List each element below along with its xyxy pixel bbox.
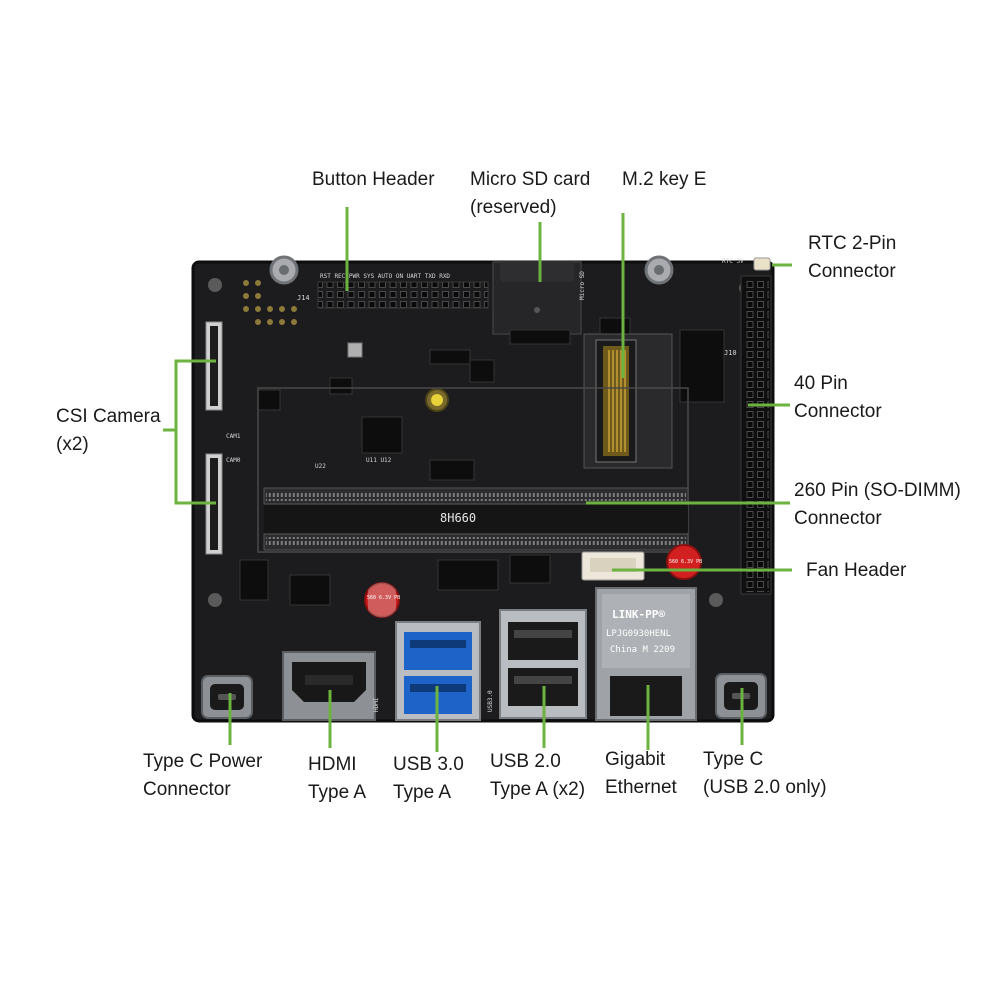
- callout-line: (x2): [56, 434, 89, 455]
- small-metal-part: [347, 342, 363, 358]
- fan-header: [581, 551, 645, 581]
- callout-line: USB 3.0: [393, 754, 464, 775]
- callout-m2-key-e: M.2 key E: [622, 166, 706, 194]
- eth-origin: China M 2209: [610, 645, 675, 655]
- usb30-pcb-label: USB3.0: [487, 690, 494, 712]
- callout-typec-usb2: Type C (USB 2.0 only): [703, 746, 827, 802]
- callout-usb3: USB 3.0 Type A: [393, 751, 464, 807]
- callout-line: Gigabit: [605, 749, 666, 770]
- cam1-label: CAM1: [226, 433, 241, 440]
- callout-line: Fan Header: [806, 560, 907, 581]
- callout-line: (USB 2.0 only): [703, 777, 827, 798]
- u12-label: U11 U12: [366, 457, 392, 464]
- hdmi-pcb-label: HDMI: [373, 697, 380, 712]
- cam0-label: CAM0: [226, 457, 241, 464]
- rtc-connector: RTC 3V: [722, 257, 771, 271]
- callout-line: Type A (x2): [490, 779, 586, 800]
- callout-line: M.2 key E: [622, 169, 707, 190]
- callout-micro-sd: Micro SD card (reserved): [470, 166, 590, 222]
- callout-line: Connector: [794, 508, 882, 529]
- capacitor-left: 560 6.3V PB: [364, 582, 400, 618]
- callout-line: Type A: [308, 782, 367, 803]
- j14-label: J14: [297, 294, 310, 302]
- cap1-label: 560 6.3V PB: [367, 595, 400, 601]
- callout-csi: CSI Camera (x2): [56, 403, 161, 459]
- eth-model: LPJG0930HENL: [606, 629, 671, 639]
- typec-power-port: [201, 675, 253, 719]
- callout-pin40: 40 Pin Connector: [794, 370, 882, 426]
- callout-hdmi: HDMI Type A: [308, 751, 366, 807]
- cap2-label: 560 6.3V PB: [669, 559, 702, 565]
- callout-line: USB 2.0: [490, 751, 561, 772]
- callout-line: 40 Pin: [794, 373, 848, 394]
- m2-key-e-slot: [583, 333, 673, 469]
- header-pin-labels: RST REC PWR SYS AUTO ON UART TXD RXD: [320, 273, 450, 280]
- callout-line: HDMI: [308, 754, 357, 775]
- callout-line: Connector: [143, 779, 231, 800]
- hdmi-port: HDMI: [282, 651, 380, 721]
- callout-line: Type C Power: [143, 751, 263, 772]
- callout-line: Connector: [794, 401, 882, 422]
- eth-brand: LINK-PP®: [612, 608, 665, 621]
- sodimm-marking: 8H660: [440, 511, 476, 525]
- callout-sodimm: 260 Pin (SO-DIMM) Connector: [794, 477, 961, 533]
- callout-line: RTC 2-Pin: [808, 233, 897, 254]
- callout-line: CSI Camera: [56, 406, 161, 427]
- callout-line: 260 Pin (SO-DIMM): [794, 480, 961, 501]
- j10-label: J10: [724, 349, 737, 357]
- leader-lines: [163, 207, 792, 752]
- ethernet-port: LINK-PP® LPJG0930HENL China M 2209: [595, 587, 697, 721]
- callout-usb2: USB 2.0 Type A (x2): [490, 748, 585, 804]
- pin40-header: J10: [724, 275, 772, 595]
- callout-rtc: RTC 2-Pin Connector: [808, 230, 896, 286]
- callout-typec-power: Type C Power Connector: [143, 748, 262, 804]
- usb3-port: USB3.0: [395, 621, 494, 721]
- callout-button-header: Button Header: [312, 166, 435, 194]
- micro-sd-slot: Micro SD: [492, 261, 586, 335]
- callout-ethernet: Gigabit Ethernet: [605, 746, 677, 802]
- capacitor-right: 560 6.3V PB: [666, 544, 702, 580]
- rtc-pcb-label: RTC 3V: [722, 258, 744, 265]
- callout-line: Ethernet: [605, 777, 677, 798]
- sodimm-connector: 8H660: [257, 387, 689, 553]
- callout-line: Button Header: [312, 169, 435, 190]
- callout-line: Type A: [393, 782, 452, 803]
- callout-line: Type C: [703, 749, 764, 770]
- callout-line: Micro SD card: [470, 169, 591, 190]
- microsd-label: Micro SD: [579, 271, 586, 300]
- u22-label: U22: [315, 463, 326, 470]
- callout-line: (reserved): [470, 197, 557, 218]
- leader-csi: [163, 359, 216, 505]
- callout-fan: Fan Header: [806, 557, 906, 585]
- callout-line: Connector: [808, 261, 896, 282]
